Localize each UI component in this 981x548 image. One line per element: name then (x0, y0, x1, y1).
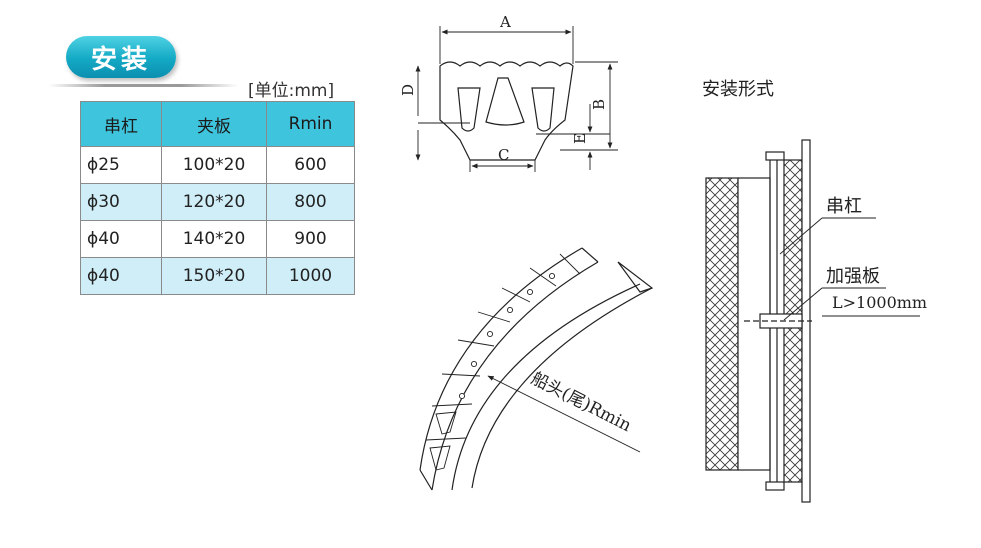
spec-table: 串杠 夹板 Rmin ϕ25 100*20 600 ϕ30 120*20 800… (80, 101, 355, 295)
rmin-leader-line (487, 375, 641, 453)
section-title: 安装 (66, 36, 176, 78)
dimension-e-label: E (571, 133, 589, 144)
cell-plate: 100*20 (161, 146, 267, 184)
dimension-d-label: D (399, 84, 417, 96)
cell-plate: 140*20 (161, 220, 267, 258)
install-title: 安装形式 (702, 79, 774, 100)
cell-bar: ϕ25 (80, 146, 162, 184)
dimension-lines (415, 26, 618, 172)
cell-plate: 120*20 (161, 183, 267, 221)
dimension-a-label: A (499, 13, 511, 31)
cell-plate: 150*20 (161, 257, 267, 295)
fender-cross-section (439, 61, 574, 161)
dimension-b-label: B (590, 99, 608, 110)
table-row: ϕ30 120*20 800 (80, 183, 355, 221)
table-row: ϕ40 150*20 1000 (80, 257, 355, 295)
cell-rmin: 900 (266, 220, 355, 258)
cell-rmin: 1000 (266, 257, 355, 295)
cell-rmin: 800 (266, 183, 355, 221)
curved-fender-arc (419, 247, 654, 491)
unit-label: [单位:mm] (248, 81, 335, 101)
label-plate: 加强板 (826, 266, 880, 287)
cell-bar: ϕ40 (80, 220, 162, 258)
cell-bar: ϕ30 (80, 183, 162, 221)
header-bar: 串杠 (80, 101, 162, 147)
table-header-row: 串杠 夹板 Rmin (80, 101, 355, 147)
header-rmin: Rmin (266, 101, 355, 147)
label-length: L>1000mm (832, 293, 927, 312)
header-plate: 夹板 (161, 101, 267, 147)
dimension-c-label: C (498, 146, 509, 164)
install-diagram (705, 139, 812, 503)
label-bar: 串杠 (826, 196, 862, 217)
table-row: ϕ25 100*20 600 (80, 146, 355, 184)
curve-radius-label: 船头(尾)Rmin (528, 369, 635, 437)
cell-bar: ϕ40 (80, 257, 162, 295)
table-row: ϕ40 140*20 900 (80, 220, 355, 258)
title-underline (48, 84, 238, 87)
install-leader-lines (779, 217, 920, 321)
